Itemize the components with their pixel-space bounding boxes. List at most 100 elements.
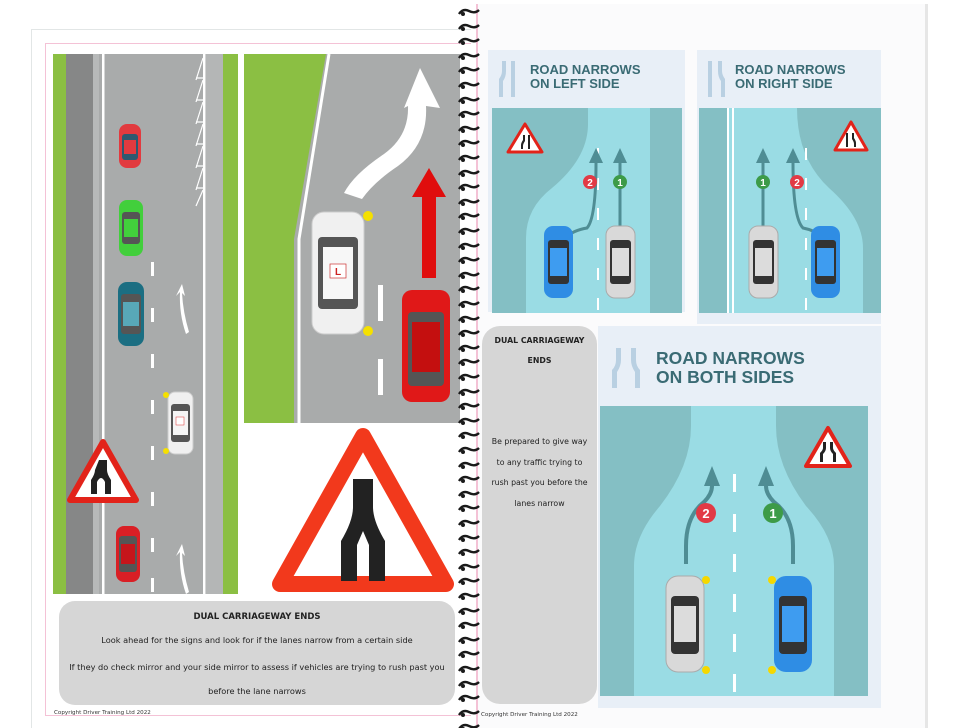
spiral-ring xyxy=(458,227,480,235)
spiral-ring xyxy=(458,242,480,250)
spiral-ring xyxy=(458,198,480,206)
narrows-left-icon xyxy=(499,61,515,97)
change-lane-arrow xyxy=(344,68,440,199)
spiral-ring xyxy=(458,636,480,644)
car-teal xyxy=(118,282,144,346)
spiral-ring xyxy=(458,67,480,75)
svg-text:2: 2 xyxy=(794,178,800,189)
spiral-ring xyxy=(458,651,480,659)
spiral-ring xyxy=(458,8,480,16)
spiral-ring xyxy=(458,695,480,703)
spiral-ring xyxy=(458,622,480,630)
spiral-ring xyxy=(458,432,480,440)
dual-carriageway-ends-sign-large xyxy=(268,424,458,604)
overtaking-learner-illustration: L xyxy=(244,54,460,423)
spiral-ring xyxy=(458,154,480,162)
dual-carriageway-overview-illustration xyxy=(53,54,238,594)
car-blue xyxy=(544,226,573,298)
road-narrows-both-sign xyxy=(804,426,852,468)
svg-text:L: L xyxy=(335,267,341,278)
car-learner xyxy=(163,391,194,455)
info-box-line: Look ahead for the signs and look for if… xyxy=(101,635,413,645)
panel-title: ROAD NARROWS ON BOTH SIDES xyxy=(656,348,805,387)
copyright-left: Copyright Driver Training Ltd 2022 xyxy=(54,710,151,716)
car-red-bottom xyxy=(116,526,140,582)
narrows-right-icon xyxy=(708,61,725,97)
badge-2: 2 xyxy=(583,175,597,189)
page-margin-line xyxy=(476,4,478,728)
spiral-ring xyxy=(458,96,480,104)
narrows-both-icon xyxy=(612,348,640,388)
panel-title: ROAD NARROWS ON RIGHT SIDE xyxy=(735,62,846,91)
spiral-ring xyxy=(458,534,480,542)
svg-text:1: 1 xyxy=(769,506,776,521)
right-info-box: DUAL CARRIAGEWAY ENDS Be prepared to giv… xyxy=(482,326,597,704)
badge-1: 1 xyxy=(613,175,627,189)
spiral-ring xyxy=(458,519,480,527)
spiral-ring xyxy=(458,257,480,265)
grass-verge-right xyxy=(223,54,238,594)
spiral-ring xyxy=(458,607,480,615)
spiral-ring xyxy=(458,125,480,133)
spiral-ring xyxy=(458,461,480,469)
spiral-ring xyxy=(458,330,480,338)
spiral-ring xyxy=(458,111,480,119)
spiral-ring xyxy=(458,505,480,513)
spiral-ring xyxy=(458,665,480,673)
copyright-right: Copyright Driver Training Ltd 2022 xyxy=(481,712,578,718)
spiral-ring xyxy=(458,271,480,279)
car-grey xyxy=(605,225,636,299)
badge-1: 1 xyxy=(756,175,770,189)
spiral-ring xyxy=(458,373,480,381)
spiral-ring xyxy=(458,388,480,396)
svg-text:2: 2 xyxy=(702,506,709,521)
spiral-ring xyxy=(458,213,480,221)
road-narrows-right-sign xyxy=(833,120,869,152)
info-box-title: DUAL CARRIAGEWAY ENDS xyxy=(494,336,585,365)
car-grey xyxy=(748,225,779,299)
car-learner-large: L xyxy=(311,211,373,336)
svg-text:2: 2 xyxy=(587,178,593,189)
overtake-arrow xyxy=(412,168,446,278)
spiral-ring xyxy=(458,563,480,571)
car-red-top xyxy=(119,124,141,168)
hard-shoulder xyxy=(66,54,93,594)
spiral-ring xyxy=(458,169,480,177)
car-blue xyxy=(811,226,840,298)
spiral-ring xyxy=(458,403,480,411)
spiral-ring xyxy=(458,300,480,308)
dual-carriageway-ends-sign-small xyxy=(67,439,139,503)
spiral-ring xyxy=(458,286,480,294)
road-narrows-left-sign xyxy=(506,122,544,154)
svg-text:1: 1 xyxy=(760,178,766,189)
panel-title: ROAD NARROWS ON LEFT SIDE xyxy=(530,62,641,91)
spiral-ring xyxy=(458,592,480,600)
spiral-ring xyxy=(458,446,480,454)
info-box-line: If they do check mirror and your side mi… xyxy=(69,662,445,696)
spiral-ring xyxy=(458,724,480,728)
spiral-ring xyxy=(458,140,480,148)
spiral-binding xyxy=(457,8,483,728)
badge-2: 2 xyxy=(790,175,804,189)
spiral-ring xyxy=(458,359,480,367)
spiral-ring xyxy=(458,52,480,60)
spiral-ring xyxy=(458,578,480,586)
spiral-ring xyxy=(458,417,480,425)
spiral-ring xyxy=(458,490,480,498)
road-narrows-left-illustration: 2 1 xyxy=(492,108,682,313)
spiral-ring xyxy=(458,315,480,323)
spiral-ring xyxy=(458,81,480,89)
spiral-ring xyxy=(458,549,480,557)
spiral-ring xyxy=(458,38,480,46)
left-info-box: DUAL CARRIAGEWAY ENDS Look ahead for the… xyxy=(59,601,455,705)
spiral-ring xyxy=(458,23,480,31)
spiral-ring xyxy=(458,344,480,352)
badge-1: 1 xyxy=(763,503,783,523)
spiral-ring xyxy=(458,184,480,192)
info-box-title: DUAL CARRIAGEWAY ENDS xyxy=(193,612,321,622)
info-box-body: Be prepared to give way to any traffic t… xyxy=(491,437,588,508)
spiral-ring xyxy=(458,680,480,688)
road-narrows-right-illustration: 1 2 xyxy=(699,108,881,313)
badge-2: 2 xyxy=(696,503,716,523)
